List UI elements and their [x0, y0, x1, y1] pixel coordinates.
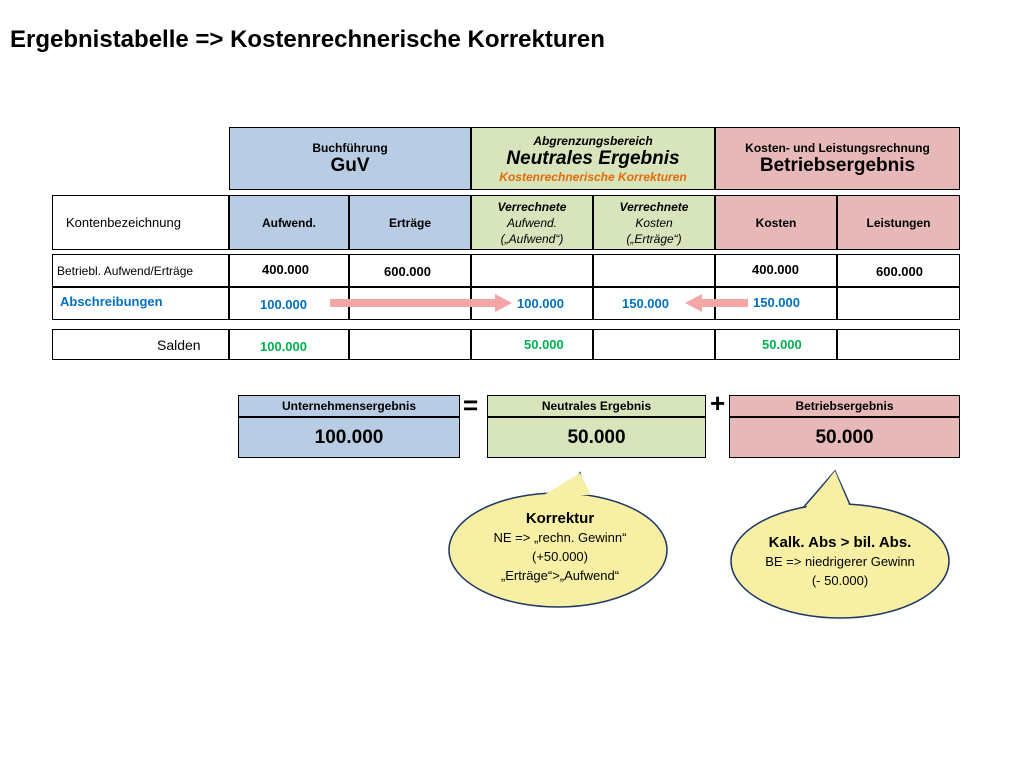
col-leistungen: Leistungen	[837, 195, 960, 250]
row-salden-kosten-cell: 50.000	[715, 329, 837, 360]
col-kosten: Kosten	[715, 195, 837, 250]
header-betrieb-small: Kosten- und Leistungsrechnung	[745, 140, 930, 155]
arrow-left	[685, 294, 748, 312]
row-salden-label-cell: Salden	[52, 329, 229, 360]
result-neutral-label: Neutrales Ergebnis	[487, 395, 706, 417]
result-unternehmen-label: Unternehmensergebnis	[238, 395, 460, 417]
col-verr-aufwend-line2: Aufwend.	[506, 215, 558, 230]
row-salden-verr-kosten-cell	[593, 329, 715, 360]
row-betrieb-leistungen: 600.000	[876, 264, 923, 279]
header-neutral: Abgrenzungsbereich Neutrales Ergebnis Ko…	[471, 127, 715, 190]
arrow-right	[330, 294, 512, 312]
result-unternehmen-value: 100.000	[238, 417, 460, 458]
result-betrieb-label: Betriebsergebnis	[729, 395, 960, 417]
callout-right-line2: (- 50.000)	[811, 573, 869, 588]
header-betrieb: Kosten- und Leistungsrechnung Betriebser…	[715, 127, 960, 190]
header-neutral-small: Abgrenzungsbereich	[533, 133, 653, 148]
row-abschreibungen-label: Abschreibungen	[60, 294, 163, 309]
callout-left-line1: NE => „rechn. Gewinn“	[493, 530, 627, 545]
header-neutral-big: Neutrales Ergebnis	[506, 147, 680, 169]
row-abschreibungen-aufwend: 100.000	[260, 297, 307, 312]
row-betrieb-label: Betriebl. Aufwend/Erträge	[52, 254, 229, 287]
callout-right-shape	[730, 469, 950, 619]
col-konten-label: Kontenbezeichnung	[66, 215, 181, 230]
row-salden-verr-aufwend: 50.000	[524, 337, 564, 352]
row-salden-label: Salden	[157, 337, 201, 353]
row-betrieb-kosten-cell: 400.000	[715, 254, 837, 287]
row-betrieb-ertraege: 600.000	[384, 264, 431, 279]
row-betrieb-aufwend-cell: 400.000	[229, 254, 349, 287]
row-abschreibungen-label-cell: Abschreibungen	[52, 287, 229, 320]
row-betrieb-verr-kosten-cell	[593, 254, 715, 287]
col-verr-aufwend-line3: („Aufwend“)	[500, 231, 564, 246]
col-konten: Kontenbezeichnung	[52, 195, 229, 250]
header-guv-small: Buchführung	[312, 140, 388, 155]
row-salden-aufwend: 100.000	[260, 339, 307, 354]
equals-sign: =	[463, 390, 479, 420]
callout-left-line2: (+50.000)	[531, 549, 588, 564]
row-betrieb-ertraege-cell: 600.000	[349, 254, 471, 287]
result-betrieb-value: 50.000	[729, 417, 960, 458]
callout-left-shape	[448, 471, 668, 608]
header-guv-big: GuV	[330, 154, 370, 176]
col-verr-kosten: Verrechnete Kosten („Erträge“)	[593, 195, 715, 250]
header-guv: Buchführung GuV	[229, 127, 471, 190]
result-neutral-value: 50.000	[487, 417, 706, 458]
col-aufwend: Aufwend.	[229, 195, 349, 250]
callout-right-title: Kalk. Abs > bil. Abs.	[768, 534, 912, 551]
col-ertraege: Erträge	[349, 195, 471, 250]
col-verr-aufwend: Verrechnete Aufwend. („Aufwend“)	[471, 195, 593, 250]
callout-right-line1: BE => niedrigerer Gewinn	[765, 554, 915, 569]
row-betrieb-kosten: 400.000	[752, 262, 799, 277]
col-verr-aufwend-line1: Verrechnete	[497, 199, 567, 214]
row-abschreibungen-leistungen-cell	[837, 287, 960, 320]
row-abschreibungen-kosten: 150.000	[753, 295, 800, 310]
plus-sign: +	[710, 388, 726, 418]
row-abschreibungen-verr-aufwend: 100.000	[517, 296, 564, 311]
callout-right: Kalk. Abs > bil. Abs. BE => niedrigerer …	[740, 533, 940, 590]
callouts-layer	[448, 469, 950, 619]
row-betrieb-leistungen-cell: 600.000	[837, 254, 960, 287]
row-betrieb-aufwend: 400.000	[262, 262, 309, 277]
row-betrieb-verr-aufwend-cell	[471, 254, 593, 287]
row-salden-leistungen-cell	[837, 329, 960, 360]
header-neutral-sub: Kostenrechnerische Korrekturen	[499, 169, 687, 184]
callout-left-line3: „Erträge“>„Aufwend“	[500, 568, 620, 583]
row-salden-ertraege-cell	[349, 329, 471, 360]
col-verr-kosten-line2: Kosten	[635, 215, 673, 230]
callout-left-title: Korrektur	[525, 510, 595, 527]
row-abschreibungen-verr-kosten: 150.000	[622, 296, 669, 311]
callout-left: Korrektur NE => „rechn. Gewinn“ (+50.000…	[460, 509, 660, 585]
col-verr-kosten-line1: Verrechnete	[619, 199, 689, 214]
row-salden-aufwend-cell: 100.000	[229, 329, 349, 360]
row-salden-verr-aufwend-cell: 50.000	[471, 329, 593, 360]
col-verr-kosten-line3: („Erträge“)	[626, 231, 682, 246]
page-title: Ergebnistabelle => Kostenrechnerische Ko…	[10, 26, 605, 53]
row-salden-kosten: 50.000	[762, 337, 802, 352]
header-betrieb-big: Betriebsergebnis	[759, 154, 916, 176]
arrows-layer	[330, 294, 748, 312]
